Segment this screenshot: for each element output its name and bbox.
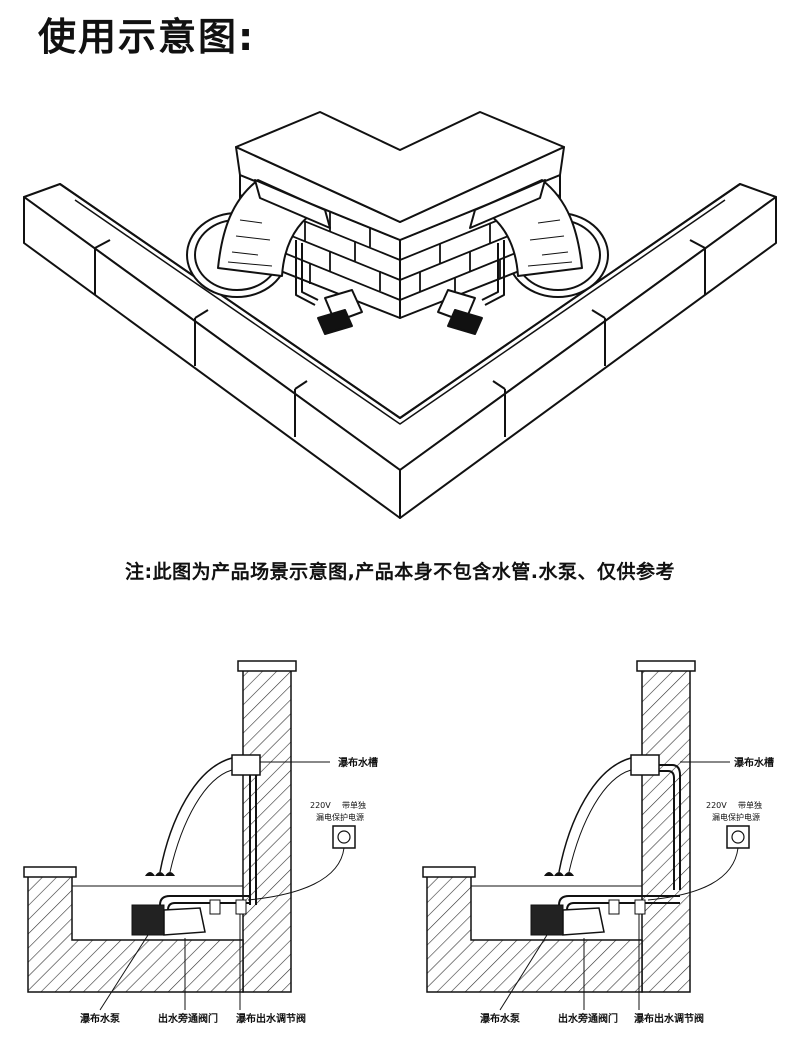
pump-left-icon <box>317 289 363 335</box>
section-diagram-left <box>23 660 356 1011</box>
pump-right-icon <box>437 289 483 335</box>
right-power-label: 220V <box>706 801 727 810</box>
section-diagram-right <box>422 660 750 1011</box>
left-power-sub2: 漏电保护电源 <box>316 812 364 822</box>
right-trough-label: 瀑布水槽 <box>734 756 774 769</box>
page-title: 使用示意图: <box>38 15 256 59</box>
power-socket-icon <box>332 825 356 849</box>
right-power-sub2: 漏电保护电源 <box>712 812 760 822</box>
left-regulator-label: 瀑布出水调节阀 <box>236 1012 306 1025</box>
right-power-sub1: 带单独 <box>738 800 762 810</box>
left-power-sub1: 带单独 <box>342 800 366 810</box>
pool-scene-illustration <box>23 111 777 519</box>
left-valve-label: 出水旁通阀门 <box>158 1012 218 1025</box>
pump-right-section-icon <box>530 904 605 936</box>
right-pump-label: 瀑布水泵 <box>480 1012 521 1025</box>
right-regulator-label: 瀑布出水调节阀 <box>634 1012 704 1025</box>
left-pump-label: 瀑布水泵 <box>80 1012 121 1025</box>
left-power-label: 220V <box>310 801 331 810</box>
pump-left-section-icon <box>131 904 206 936</box>
power-socket-right-icon <box>726 825 750 849</box>
scene-note: 注:此图为产品场景示意图,产品本身不包含水管.水泵、仅供参考 <box>124 561 676 583</box>
left-trough-label: 瀑布水槽 <box>338 756 378 769</box>
right-valve-label: 出水旁通阀门 <box>558 1012 618 1025</box>
